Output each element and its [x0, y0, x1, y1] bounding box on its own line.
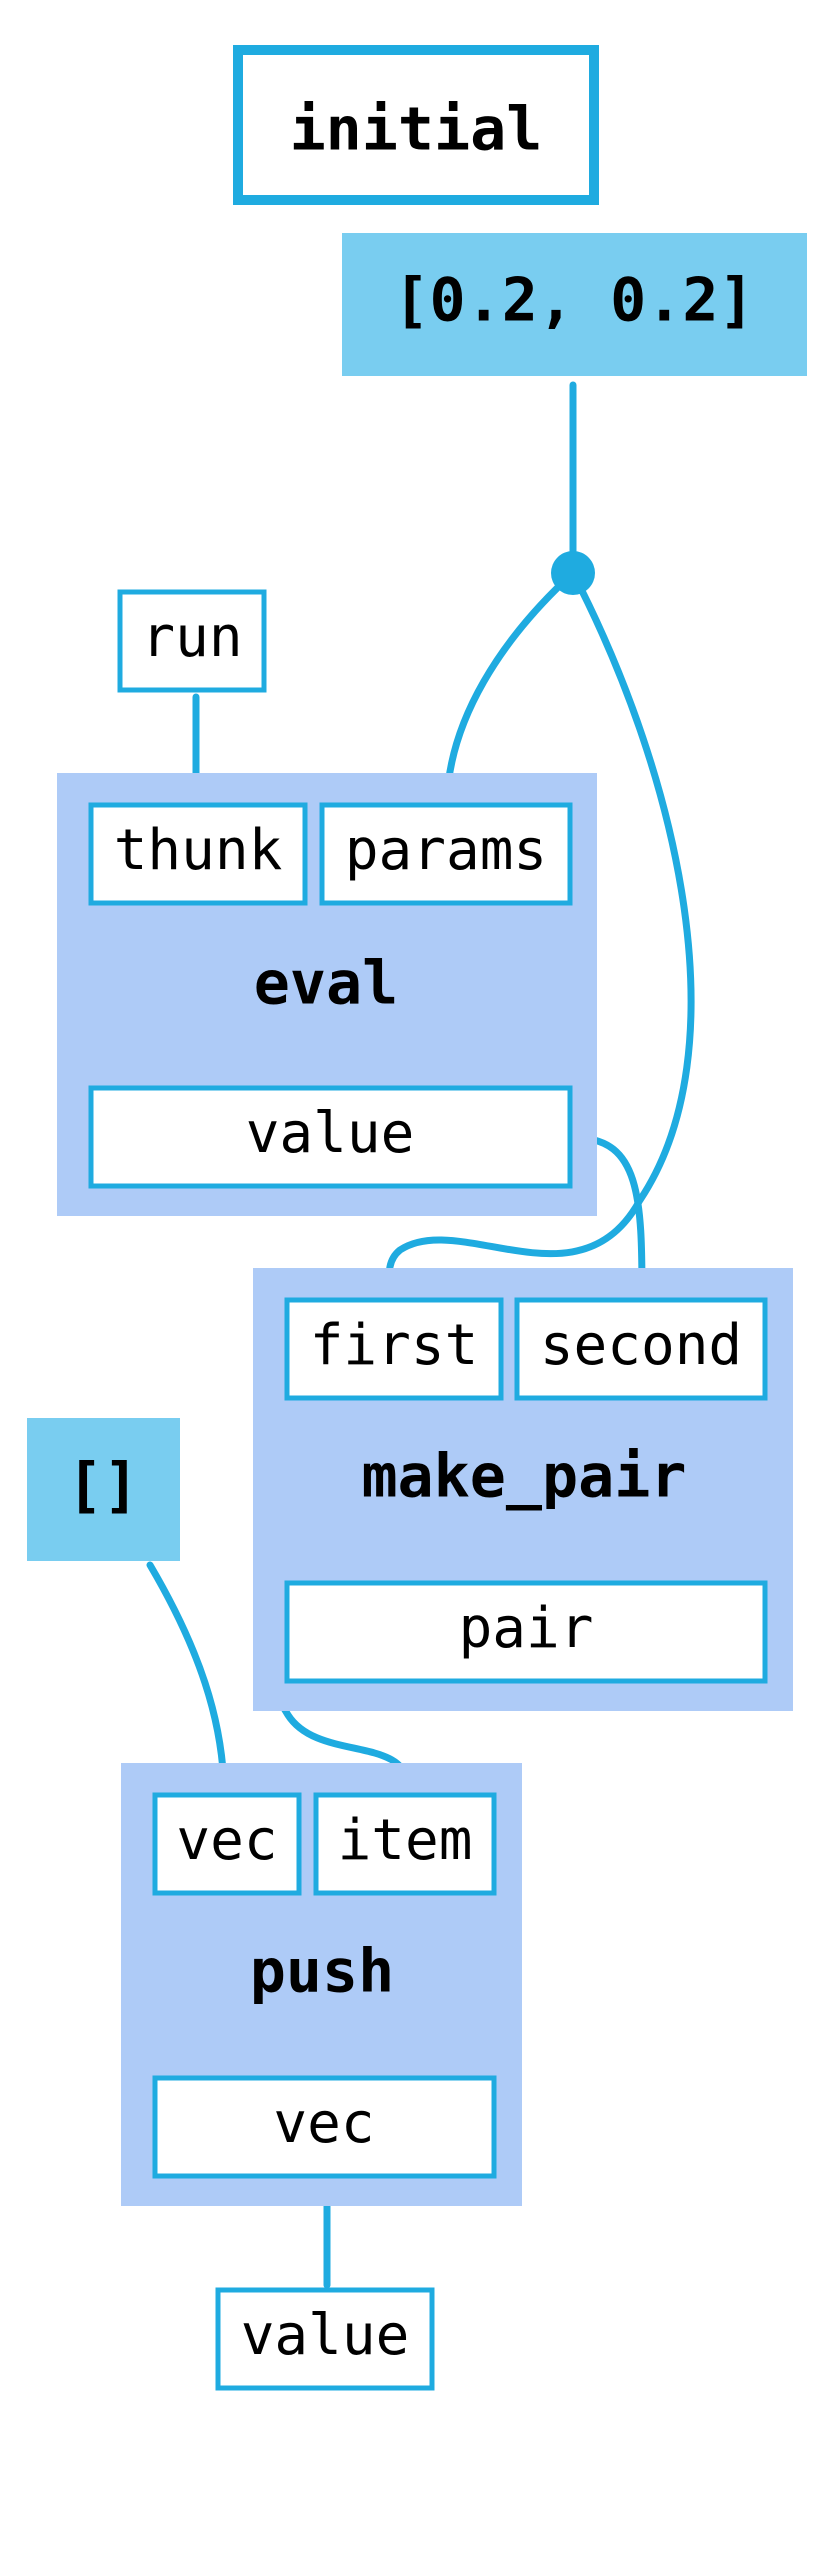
splitter-dot — [551, 551, 595, 595]
make-pair-input-first-label: first — [310, 1313, 479, 1378]
params-constant: [0.2, 0.2] — [342, 233, 807, 376]
initial-box: initial — [233, 45, 599, 205]
push-output-vec-label: vec — [273, 2091, 374, 2156]
push-input-vec — [152, 1792, 302, 1896]
node-push: vec item push vec — [121, 1763, 522, 2206]
output-value: value — [215, 2287, 435, 2391]
empty-constant: [] — [27, 1418, 180, 1561]
push-input-item-label: item — [338, 1808, 473, 1873]
make-pair-input-second-label: second — [540, 1313, 742, 1378]
make-pair-output-pair-label: pair — [459, 1596, 594, 1661]
eval-input-params-label: params — [345, 818, 547, 883]
make-pair-input-second — [514, 1297, 768, 1401]
run-input-label: run — [141, 605, 242, 670]
empty-constant-label: [] — [67, 1451, 139, 1521]
eval-input-params — [319, 802, 573, 906]
make-pair-output-pair — [284, 1580, 768, 1684]
wire-empty-to-push-vec — [146, 1561, 228, 1792]
output-value-label: value — [241, 2303, 410, 2368]
eval-output-value-label: value — [246, 1101, 415, 1166]
eval-input-thunk — [88, 802, 308, 906]
make-pair-input-first — [284, 1297, 504, 1401]
params-constant-label: [0.2, 0.2] — [393, 266, 754, 336]
node-eval: thunk params eval value — [57, 773, 597, 1216]
wire-split-to-eval-params — [443, 569, 577, 804]
run-input: run — [117, 589, 267, 693]
make-pair-title: make_pair — [361, 1442, 686, 1512]
push-title: push — [250, 1937, 395, 2007]
eval-input-thunk-label: thunk — [114, 818, 283, 883]
eval-title: eval — [254, 949, 399, 1019]
node-make-pair: first second make_pair pair — [253, 1268, 793, 1711]
push-input-vec-label: vec — [176, 1808, 277, 1873]
initial-label: initial — [290, 95, 543, 165]
push-output-vec — [152, 2075, 497, 2179]
eval-output-value — [88, 1085, 573, 1189]
push-input-item — [313, 1792, 497, 1896]
